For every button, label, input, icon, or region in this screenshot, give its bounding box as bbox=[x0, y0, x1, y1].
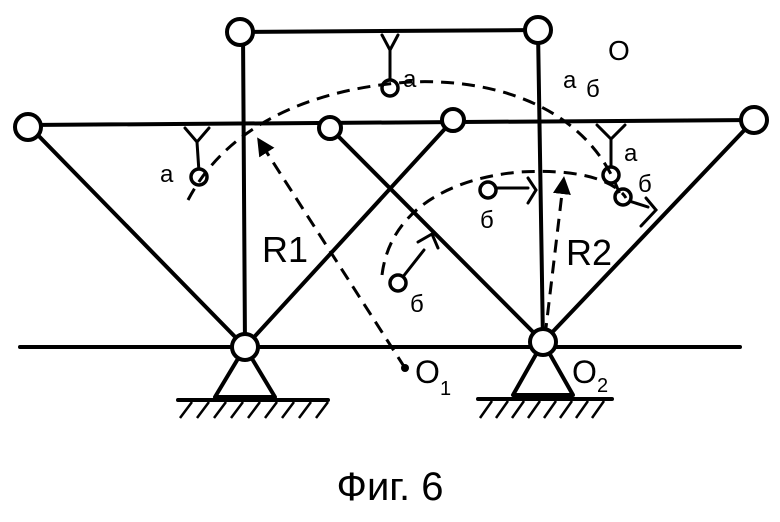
hanger-right bbox=[595, 123, 627, 185]
figure-caption: Фиг. 6 bbox=[337, 465, 444, 509]
label-b-lower: б bbox=[410, 291, 424, 318]
left-support bbox=[176, 345, 330, 419]
joint-center-left bbox=[317, 115, 343, 141]
large-joints bbox=[13, 15, 769, 362]
joint-top-left bbox=[225, 17, 255, 47]
small-joint-a-right bbox=[601, 165, 621, 185]
trajectory-arc-large bbox=[186, 80, 622, 201]
label-r2: R2 bbox=[566, 232, 612, 273]
joint-pivot-o-left bbox=[230, 332, 260, 362]
svg-text:O: O bbox=[415, 354, 440, 390]
svg-text:O: O bbox=[572, 354, 597, 390]
center-o1-dot bbox=[401, 364, 409, 372]
label-o2: O 2 bbox=[572, 354, 608, 397]
label-a-top: а bbox=[403, 66, 417, 93]
joint-center-right bbox=[440, 107, 466, 133]
joint-pivot-o2 bbox=[528, 327, 558, 357]
svg-text:2: 2 bbox=[597, 375, 608, 397]
left-support-hatching bbox=[179, 401, 329, 419]
small-joint-b-center bbox=[478, 180, 498, 200]
joint-right bbox=[739, 105, 769, 135]
svg-text:1: 1 bbox=[440, 378, 451, 400]
label-b-center: б bbox=[480, 207, 494, 234]
label-b-right: б bbox=[638, 171, 652, 198]
right-support bbox=[476, 340, 614, 419]
radius-r2-arrow bbox=[543, 176, 571, 337]
bracket-right-lower bbox=[613, 187, 659, 228]
bracket-lower-left bbox=[388, 231, 440, 293]
radius-r1-arrow bbox=[257, 137, 407, 369]
joint-top-right bbox=[523, 15, 553, 45]
linkage-bars bbox=[26, 28, 756, 349]
small-joint-a-left bbox=[189, 167, 209, 187]
label-a-upper-right: а bbox=[563, 67, 577, 94]
label-a-left: а bbox=[160, 161, 174, 188]
joint-left bbox=[13, 112, 43, 142]
hanger-top-center bbox=[380, 33, 400, 98]
small-joint-b-lower bbox=[388, 273, 408, 293]
right-support-hatching bbox=[478, 400, 606, 419]
label-a-right: а bbox=[624, 140, 638, 167]
bracket-center bbox=[478, 176, 538, 205]
label-r1: R1 bbox=[262, 229, 308, 270]
label-o-top: O bbox=[608, 35, 630, 66]
label-o1: O 1 bbox=[415, 354, 451, 400]
hanger-left bbox=[183, 126, 211, 187]
trajectory-arc-small bbox=[380, 169, 628, 276]
label-b-upper-right: б bbox=[586, 76, 600, 103]
